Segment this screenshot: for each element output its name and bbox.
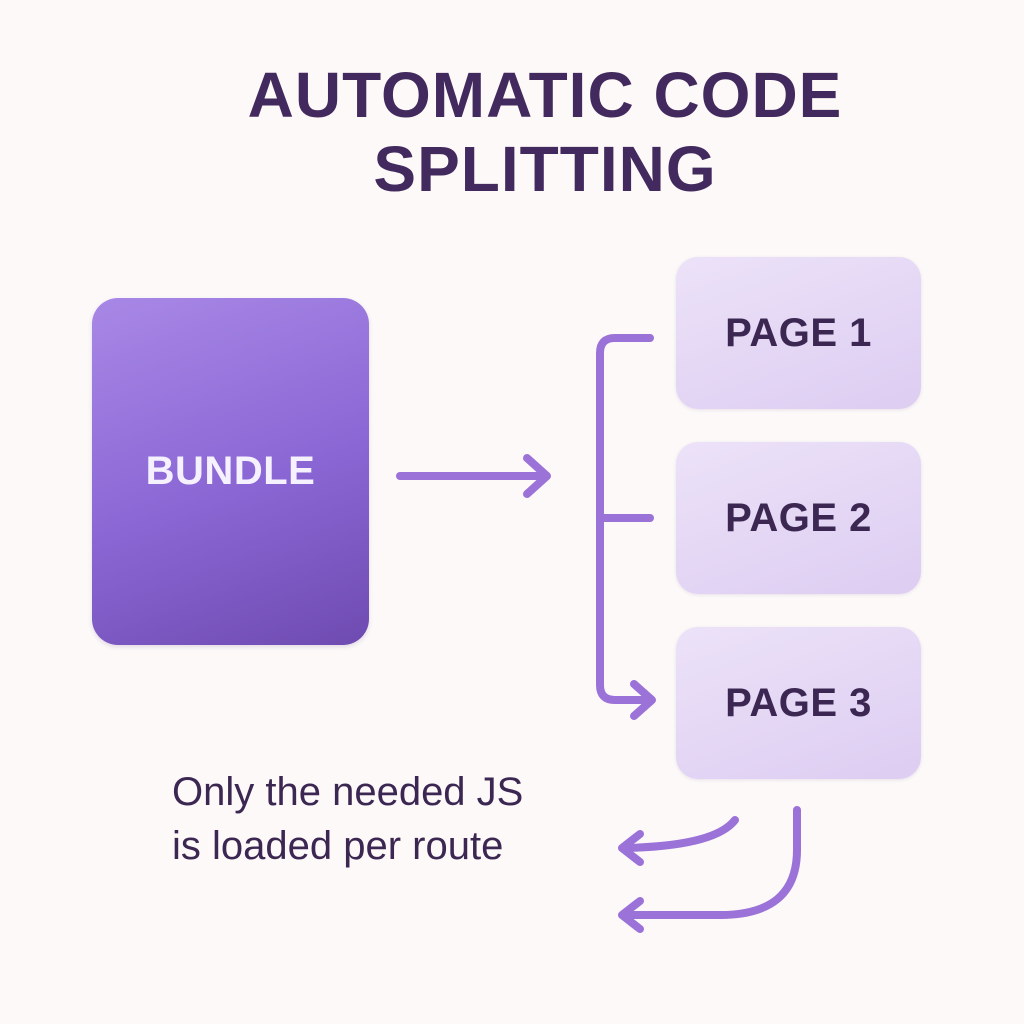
page-label-2: PAGE 2 bbox=[725, 495, 872, 540]
route-note-line-1: Only the needed JS bbox=[172, 770, 524, 814]
page-box-2: PAGE 2 bbox=[676, 442, 921, 594]
page-box-1: PAGE 1 bbox=[676, 257, 921, 409]
return-arrow-long-head-icon bbox=[618, 897, 644, 933]
page-3-arrow-head-icon bbox=[630, 680, 656, 720]
title-line-1: AUTOMATIC CODE bbox=[247, 59, 843, 131]
return-arrow-long bbox=[621, 806, 801, 919]
bundle-label: BUNDLE bbox=[145, 449, 316, 493]
return-arrow-short-head-icon bbox=[618, 830, 644, 866]
bundle-arrow-head-icon bbox=[523, 454, 551, 498]
return-arrow-short bbox=[621, 816, 739, 852]
route-note: Only the needed JS is loaded per route bbox=[172, 765, 523, 873]
page-label-1: PAGE 1 bbox=[725, 310, 872, 355]
diagram-title: AUTOMATIC CODE SPLITTING bbox=[0, 58, 1024, 206]
page-box-3: PAGE 3 bbox=[676, 627, 921, 779]
route-note-line-2: is loaded per route bbox=[172, 824, 504, 868]
bundle-box: BUNDLE bbox=[92, 298, 369, 645]
title-line-2: SPLITTING bbox=[373, 133, 717, 205]
page-label-3: PAGE 3 bbox=[725, 680, 872, 725]
pages-bracket bbox=[596, 334, 654, 704]
